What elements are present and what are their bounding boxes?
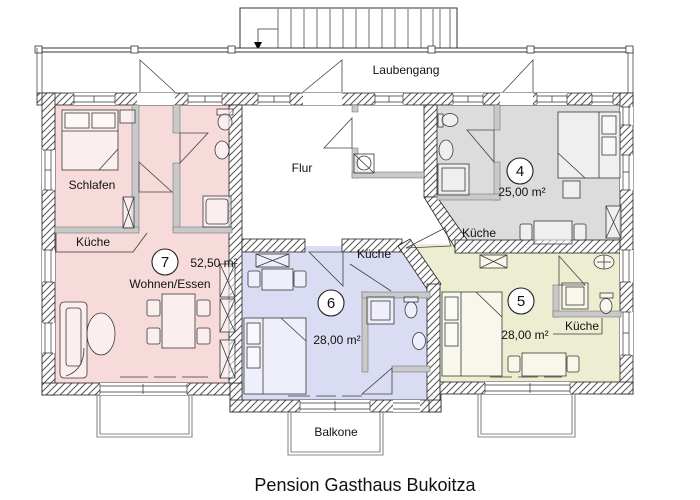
apartment-5 [441,254,615,378]
entry-door-apt7 [139,59,176,93]
interior-walls [54,104,622,373]
apt7-area: 52,50 m² [190,256,237,270]
label-kueche-apt4: Küche [462,226,496,240]
entry-door-apt4 [502,58,534,93]
label-balkone: Balkone [314,425,358,439]
toilet-icon [599,292,614,299]
apt4-number: 4 [516,163,524,180]
label-laubengang: Laubengang [373,63,440,77]
kitchen-table [521,352,567,377]
entry-door-flur [302,59,343,93]
apt6-area: 28,00 m² [313,333,360,347]
kitchen-table [533,220,573,245]
toilet-icon [403,296,419,303]
stair-direction-arrow-icon [254,42,262,50]
kitchen-counter [55,232,148,253]
apt6-number-badge [317,289,345,317]
nightstand [562,180,581,199]
bathroom-7 [202,108,234,228]
kitchen-counter [553,318,603,335]
bathroom-4 [437,113,470,196]
apartment-7 [55,108,236,379]
balcony-left [96,395,193,438]
kitchen-table [261,268,294,291]
stair-walk-line [257,28,278,42]
label-kueche-apt7: Küche [76,235,110,249]
label-kueche-apt5: Küche [565,319,599,333]
exterior-staircase [239,7,458,51]
apt5-number: 5 [517,293,525,310]
label-kueche-apt6: Küche [357,247,391,261]
laubengang-railing [34,45,634,93]
coffee-table [86,312,116,356]
apt7-number-badge [151,248,179,276]
apt4-number-badge [506,157,534,185]
kitchen-counter [349,263,392,292]
sink-icon [214,140,230,160]
apt7-number: 7 [161,254,169,271]
apt5-number-badge [507,287,535,315]
sofa [59,301,88,379]
balconies [96,394,576,456]
apt6-number: 6 [327,295,335,312]
dining-table [161,293,196,349]
apt4-area: 25,00 m² [498,185,545,199]
apt5-area: 28,00 m² [501,328,548,342]
nightstand [119,109,136,124]
balcony-middle [287,412,384,456]
entry-door-apt5 [405,227,452,249]
flur-stair-room [353,153,375,174]
sink-icon [438,139,454,161]
balcony-right [477,394,576,438]
page-title: Pension Gasthaus Bukoitza [254,475,476,495]
sink-icon [412,332,426,350]
label-schlafen: Schlafen [69,178,116,192]
shower-icon [366,296,395,325]
apartment-6 [243,253,426,397]
bathtub-icon [202,195,232,228]
label-wohnen-essen: Wohnen/Essen [129,277,210,291]
label-flur: Flur [292,161,313,175]
bathroom-6 [366,296,426,350]
entry-door-apt6 [308,251,344,287]
apartment-4 [437,111,622,245]
shower-icon [437,163,470,196]
doors [138,58,586,395]
windows [42,93,633,412]
bathroom-5 [561,254,615,314]
